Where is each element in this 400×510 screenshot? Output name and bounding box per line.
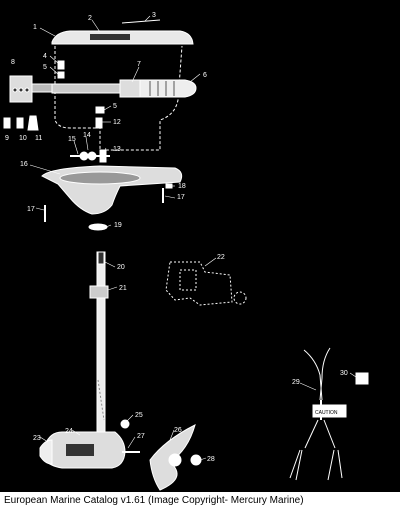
callout-21: 21 — [119, 285, 127, 292]
callout-2: 2 — [88, 15, 92, 22]
grip-ridges — [149, 81, 175, 96]
part-19-collar — [88, 223, 108, 231]
motor-decal — [66, 444, 94, 456]
part-7-handle-grip-collar — [119, 79, 141, 98]
head-housing-outline — [54, 45, 183, 151]
part-28-prop-nut — [190, 454, 202, 466]
part-22-bracket-assembly — [165, 261, 247, 306]
image-caption: European Marine Catalog v1.61 (Image Cop… — [4, 495, 304, 506]
part-12-spacer — [95, 117, 103, 129]
part-9-clip — [3, 117, 11, 129]
part-25-nut — [120, 419, 130, 429]
callout-7: 7 — [137, 61, 141, 68]
callout-25: 25 — [135, 412, 143, 419]
callout-1: 1 — [33, 24, 37, 31]
part-2-decal — [90, 34, 130, 40]
callout-28: 28 — [207, 456, 215, 463]
part-13-nut — [99, 149, 107, 163]
callout-4: 4 — [43, 53, 47, 60]
callout-29: 29 — [292, 379, 300, 386]
part-5b-nut — [95, 106, 105, 114]
callout-14: 14 — [83, 132, 91, 139]
exploded-parts-diagram: CAUTION 1 2 3 4 5 6 7 8 9 10 11 12 13 14… — [0, 0, 400, 492]
callout-23: 23 — [33, 435, 41, 442]
switch-shaft — [31, 83, 53, 93]
callout-27: 27 — [137, 433, 145, 440]
callout-13: 13 — [113, 146, 121, 153]
callout-8: 8 — [11, 59, 15, 66]
callout-18: 18 — [178, 183, 186, 190]
shaft-top-cap — [97, 251, 105, 265]
cable-warning-label — [312, 404, 347, 418]
callout-19: 19 — [114, 222, 122, 229]
part-14-washer-a — [79, 151, 89, 161]
diagram-svg: CAUTION 1 2 3 4 5 6 7 8 9 10 11 12 13 14… — [3, 12, 369, 491]
part-3-tiller-tip — [121, 19, 161, 24]
callout-numbers: 1 2 3 4 5 6 7 8 9 10 11 12 13 14 15 16 1… — [5, 12, 348, 463]
part-14-washer-b — [87, 151, 97, 161]
part-30-fuse-holder — [355, 372, 369, 385]
callout-5b: 5 — [113, 103, 117, 110]
part-4-screw — [57, 60, 65, 70]
callout-6: 6 — [203, 72, 207, 79]
cable-label-text: CAUTION — [315, 410, 338, 416]
callout-22: 22 — [217, 254, 225, 261]
leader-lines — [29, 15, 357, 461]
callout-9: 9 — [5, 135, 9, 142]
part-10-clip — [16, 117, 24, 129]
callout-5: 5 — [43, 64, 47, 71]
callout-30: 30 — [340, 370, 348, 377]
callout-12: 12 — [113, 119, 121, 126]
callout-16: 16 — [20, 161, 28, 168]
callout-10: 10 — [19, 135, 27, 142]
callout-3: 3 — [152, 12, 156, 19]
callout-26: 26 — [174, 427, 182, 434]
callout-15: 15 — [68, 136, 76, 143]
part-23-nose-cone — [39, 439, 53, 465]
callout-24: 24 — [65, 428, 73, 435]
callout-11: 11 — [35, 135, 42, 142]
callout-20: 20 — [117, 264, 125, 271]
part-21-clamp — [89, 285, 109, 299]
part-5-nut — [57, 71, 65, 79]
callout-17: 17 — [27, 206, 35, 213]
part-6-handle-grip — [139, 79, 197, 98]
part-29-battery-cables — [289, 347, 343, 481]
part-20-shaft — [96, 251, 106, 438]
part-11-boot — [27, 115, 39, 131]
callout-17b: 17 — [177, 194, 185, 201]
